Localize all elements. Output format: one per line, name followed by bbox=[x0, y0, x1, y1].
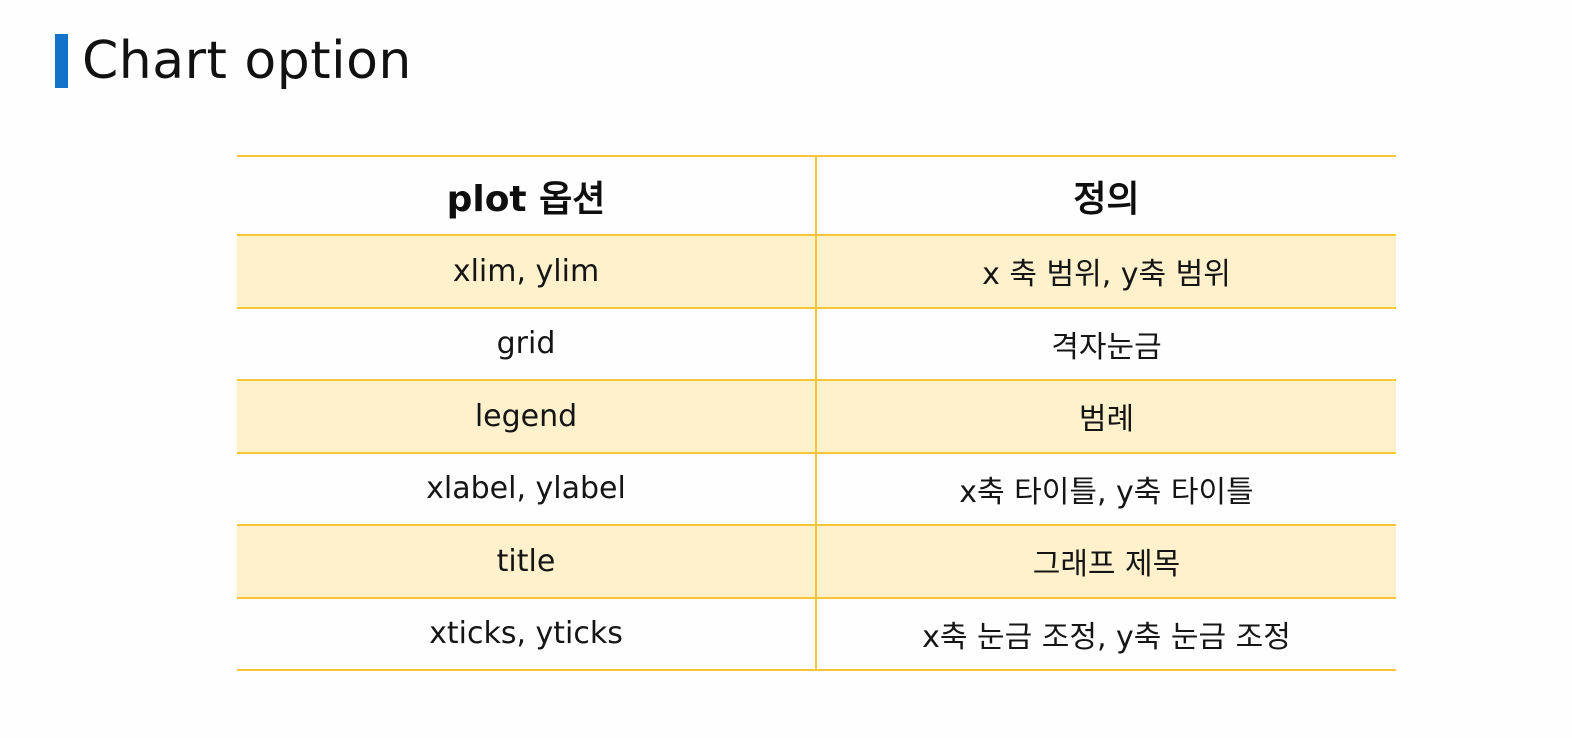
table-row: legend 범례 bbox=[237, 380, 1396, 454]
definition-cell: x축 타이틀, y축 타이틀 bbox=[816, 452, 1396, 526]
page-header: Chart option bbox=[55, 30, 412, 92]
table-row: xticks, yticks x축 눈금 조정, y축 눈금 조정 bbox=[237, 597, 1396, 671]
chart-options-table: plot 옵션 정의 xlim, ylim x 축 범위, y축 범위 grid… bbox=[237, 155, 1396, 671]
option-cell: grid bbox=[237, 307, 817, 381]
table-header-row: plot 옵션 정의 bbox=[237, 156, 1396, 236]
option-cell: xlim, ylim bbox=[237, 235, 817, 309]
option-cell: legend bbox=[237, 380, 817, 454]
table-row: grid 격자눈금 bbox=[237, 307, 1396, 381]
table-row: xlim, ylim x 축 범위, y축 범위 bbox=[237, 235, 1396, 309]
option-cell: xticks, yticks bbox=[237, 597, 817, 671]
page-title: Chart option bbox=[82, 31, 412, 91]
column-header-definition: 정의 bbox=[816, 156, 1396, 236]
options-table-container: plot 옵션 정의 xlim, ylim x 축 범위, y축 범위 grid… bbox=[237, 155, 1396, 671]
column-header-option: plot 옵션 bbox=[237, 156, 817, 236]
definition-cell: 격자눈금 bbox=[816, 307, 1396, 381]
definition-cell: 그래프 제목 bbox=[816, 525, 1396, 599]
definition-cell: 범례 bbox=[816, 380, 1396, 454]
definition-cell: x 축 범위, y축 범위 bbox=[816, 235, 1396, 309]
option-cell: title bbox=[237, 525, 817, 599]
option-cell: xlabel, ylabel bbox=[237, 452, 817, 526]
definition-cell: x축 눈금 조정, y축 눈금 조정 bbox=[816, 597, 1396, 671]
table-row: title 그래프 제목 bbox=[237, 525, 1396, 599]
title-accent-bar bbox=[55, 34, 68, 88]
table-row: xlabel, ylabel x축 타이틀, y축 타이틀 bbox=[237, 452, 1396, 526]
